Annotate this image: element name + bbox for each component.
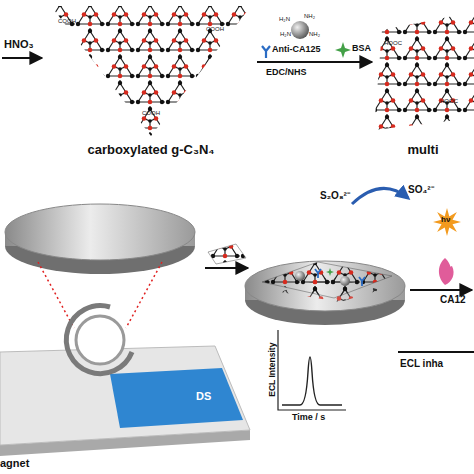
reagent-label: EDC/NHS bbox=[266, 68, 307, 78]
ecl-peak bbox=[282, 357, 342, 405]
electrode-left bbox=[5, 204, 195, 274]
group-label: H₂N bbox=[280, 31, 291, 38]
nanoparticle bbox=[295, 271, 305, 281]
result-label: ECL inha bbox=[400, 358, 443, 369]
structure-label: multi bbox=[372, 142, 474, 157]
reaction-arrow bbox=[398, 351, 474, 353]
group-label: NH₂ bbox=[304, 13, 315, 20]
structure-label: carboxylated g-C₃N₄ bbox=[45, 142, 257, 157]
structure-outline bbox=[45, 2, 257, 166]
nanoparticle bbox=[340, 276, 350, 286]
counter-electrode bbox=[66, 306, 132, 374]
reaction-curve bbox=[352, 188, 408, 204]
electrode-top bbox=[245, 261, 405, 311]
light-label: hν bbox=[441, 216, 450, 225]
axis-label: Time / s bbox=[292, 413, 325, 423]
sheet-icon bbox=[208, 244, 246, 264]
board-label-area bbox=[110, 368, 243, 428]
zoom-line bbox=[38, 262, 74, 328]
structure-node: multi bbox=[372, 10, 474, 166]
antibody-icon bbox=[315, 269, 365, 286]
group-label: COOH bbox=[206, 26, 224, 33]
reaction-arrow bbox=[205, 267, 248, 269]
structure-node: carboxylated g-C₃N₄ bbox=[45, 2, 257, 166]
bsa-icon bbox=[326, 268, 334, 276]
group-label: HOOC bbox=[440, 98, 458, 105]
axis-label: ECL Intensity bbox=[268, 335, 277, 405]
light-emission bbox=[433, 208, 461, 236]
reagent-label: BSA bbox=[352, 44, 371, 54]
electrode-top bbox=[5, 204, 195, 260]
reaction-arrow bbox=[410, 289, 472, 291]
part-label: agnet bbox=[0, 457, 29, 469]
reaction-arrow bbox=[257, 61, 372, 63]
board-mark: DS bbox=[196, 390, 211, 402]
group-label: HOOC bbox=[384, 40, 402, 47]
group-label: COOH bbox=[58, 18, 76, 25]
modified-sheet bbox=[280, 276, 380, 302]
antigen-icon bbox=[439, 258, 454, 285]
bsa-icon bbox=[335, 42, 351, 58]
screen-printed-board bbox=[0, 306, 250, 456]
group-label: NH₂ bbox=[309, 31, 320, 38]
plot-axes bbox=[278, 330, 346, 410]
nanoparticle bbox=[291, 21, 309, 39]
carbon-nitride-sheet bbox=[51, 6, 251, 136]
group-label: COOH bbox=[142, 110, 160, 117]
reagent-label: HNO₃ bbox=[4, 38, 34, 50]
zoom-line bbox=[126, 262, 162, 328]
reagent-label: Anti-CA125 bbox=[272, 45, 321, 55]
analyte-label: CA12 bbox=[440, 294, 466, 305]
antibody-icon bbox=[262, 46, 270, 58]
group-label: H₂N bbox=[279, 16, 290, 23]
electrode-right bbox=[245, 261, 405, 325]
working-electrode bbox=[76, 316, 124, 364]
species-label: S₂O₈²⁻ bbox=[320, 190, 350, 201]
species-label: SO₄²⁻ bbox=[408, 184, 434, 195]
reaction-arrow bbox=[2, 57, 42, 59]
carbon-nitride-sheet bbox=[374, 12, 474, 130]
